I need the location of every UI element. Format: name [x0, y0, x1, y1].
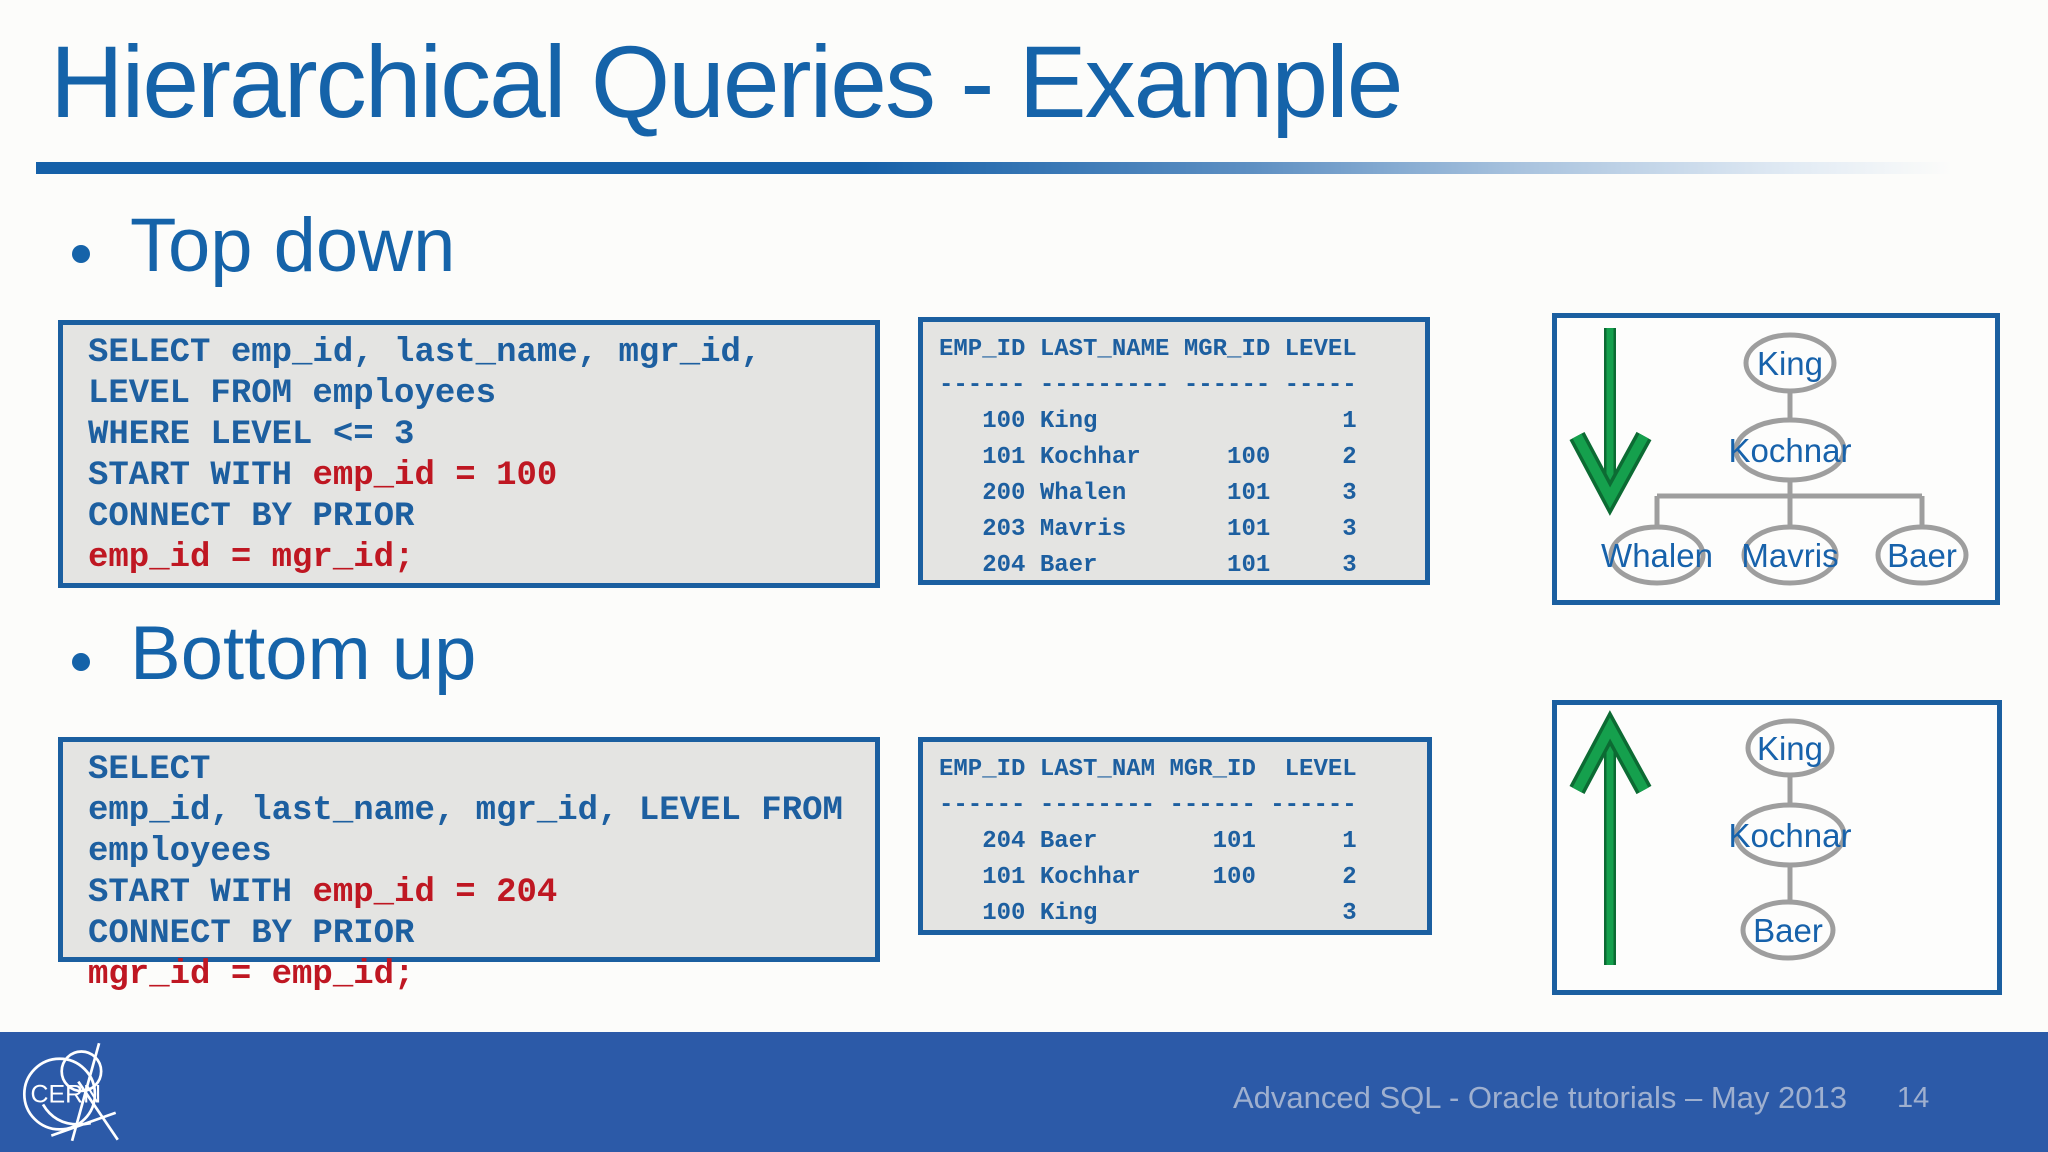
tree-node-label: Kochnar: [1729, 432, 1852, 469]
tree-node: [1608, 524, 1706, 586]
table-header-row: EMP_ID LAST_NAME MGR_ID LEVEL: [939, 336, 1357, 363]
tree-node: [1741, 524, 1839, 586]
tree-diagram-bottom-up: King Kochnar Baer: [1552, 700, 2002, 995]
tree-diagram-top-down: King Kochnar Whalen Mavris Baer: [1552, 313, 2000, 605]
code-line: START WITH emp_id = 204: [88, 874, 558, 912]
tree-node-label: Baer: [1753, 912, 1823, 949]
code-line: CONNECT BY PRIOR: [88, 915, 415, 953]
tree-node-label: Kochnar: [1729, 817, 1852, 854]
tree-node: [1875, 524, 1969, 586]
footer-caption: Advanced SQL - Oracle tutorials – May 20…: [1233, 1080, 1847, 1115]
result-table-bottom-up: EMP_ID LAST_NAM MGR_ID LEVEL ------ ----…: [918, 737, 1432, 935]
sql-code-box-top-down: SELECT emp_id, last_name, mgr_id, LEVEL …: [58, 320, 880, 588]
table-row: 101 Kochhar 100 2: [939, 864, 1357, 891]
table-row: 204 Baer 101 3: [939, 552, 1357, 579]
up-arrow-icon: [1569, 710, 1652, 965]
code-line: START WITH emp_id = 100: [88, 457, 558, 495]
cern-logo: CERN: [16, 1040, 124, 1149]
tree-node: [1733, 417, 1847, 483]
code-line: SELECT: [88, 751, 211, 789]
code-line: WHERE LEVEL <= 3: [88, 416, 415, 454]
tree-node: [1743, 332, 1837, 394]
section-heading-bottom-up: Bottom up: [130, 611, 477, 696]
code-line: emp_id, last_name, mgr_id, LEVEL FROM: [88, 792, 843, 830]
table-row: 100 King 1: [939, 408, 1357, 435]
page-number: 14: [1897, 1082, 1930, 1114]
tree-node-label: Whalen: [1601, 537, 1713, 574]
tree-node-label: Baer: [1887, 537, 1957, 574]
down-arrow-icon: [1569, 328, 1652, 516]
code-line: LEVEL FROM employees: [88, 375, 497, 413]
footer-bar: [0, 1032, 2048, 1152]
code-line: SELECT emp_id, last_name, mgr_id,: [88, 334, 762, 372]
table-divider-row: ------ --------- ------ -----: [939, 372, 1357, 399]
table-row: 200 Whalen 101 3: [939, 480, 1357, 507]
sql-code-box-bottom-up: SELECT emp_id, last_name, mgr_id, LEVEL …: [58, 737, 880, 994]
table-row: 203 Mavris 101 3: [939, 516, 1357, 543]
code-line: mgr_id = emp_id;: [88, 956, 415, 994]
tree-node-label: King: [1757, 730, 1823, 767]
table-divider-row: ------ -------- ------ ------: [939, 792, 1357, 819]
cern-logo-text: CERN: [31, 1080, 102, 1108]
section-heading-top-down: Top down: [130, 203, 456, 288]
tree-node: [1745, 718, 1835, 778]
table-row: 101 Kochhar 100 2: [939, 444, 1357, 471]
code-line: employees: [88, 833, 272, 871]
table-row: 100 King 3: [939, 900, 1357, 927]
result-table-top-down: EMP_ID LAST_NAME MGR_ID LEVEL ------ ---…: [918, 317, 1430, 585]
code-line: CONNECT BY PRIOR: [88, 498, 415, 536]
bullet-icon: [72, 653, 90, 671]
tree-node-label: King: [1757, 345, 1823, 382]
bullet-icon: [72, 245, 90, 263]
page-title: Hierarchical Queries - Example: [50, 25, 1403, 139]
tree-node-label: Mavris: [1741, 537, 1838, 574]
code-line: emp_id = mgr_id;: [88, 539, 415, 577]
tree-node: [1733, 802, 1847, 868]
title-underline: [36, 162, 1992, 174]
table-row: 204 Baer 101 1: [939, 828, 1357, 855]
tree-node: [1740, 899, 1836, 961]
tree-connectors: [1654, 391, 1925, 528]
table-header-row: EMP_ID LAST_NAM MGR_ID LEVEL: [939, 756, 1357, 783]
